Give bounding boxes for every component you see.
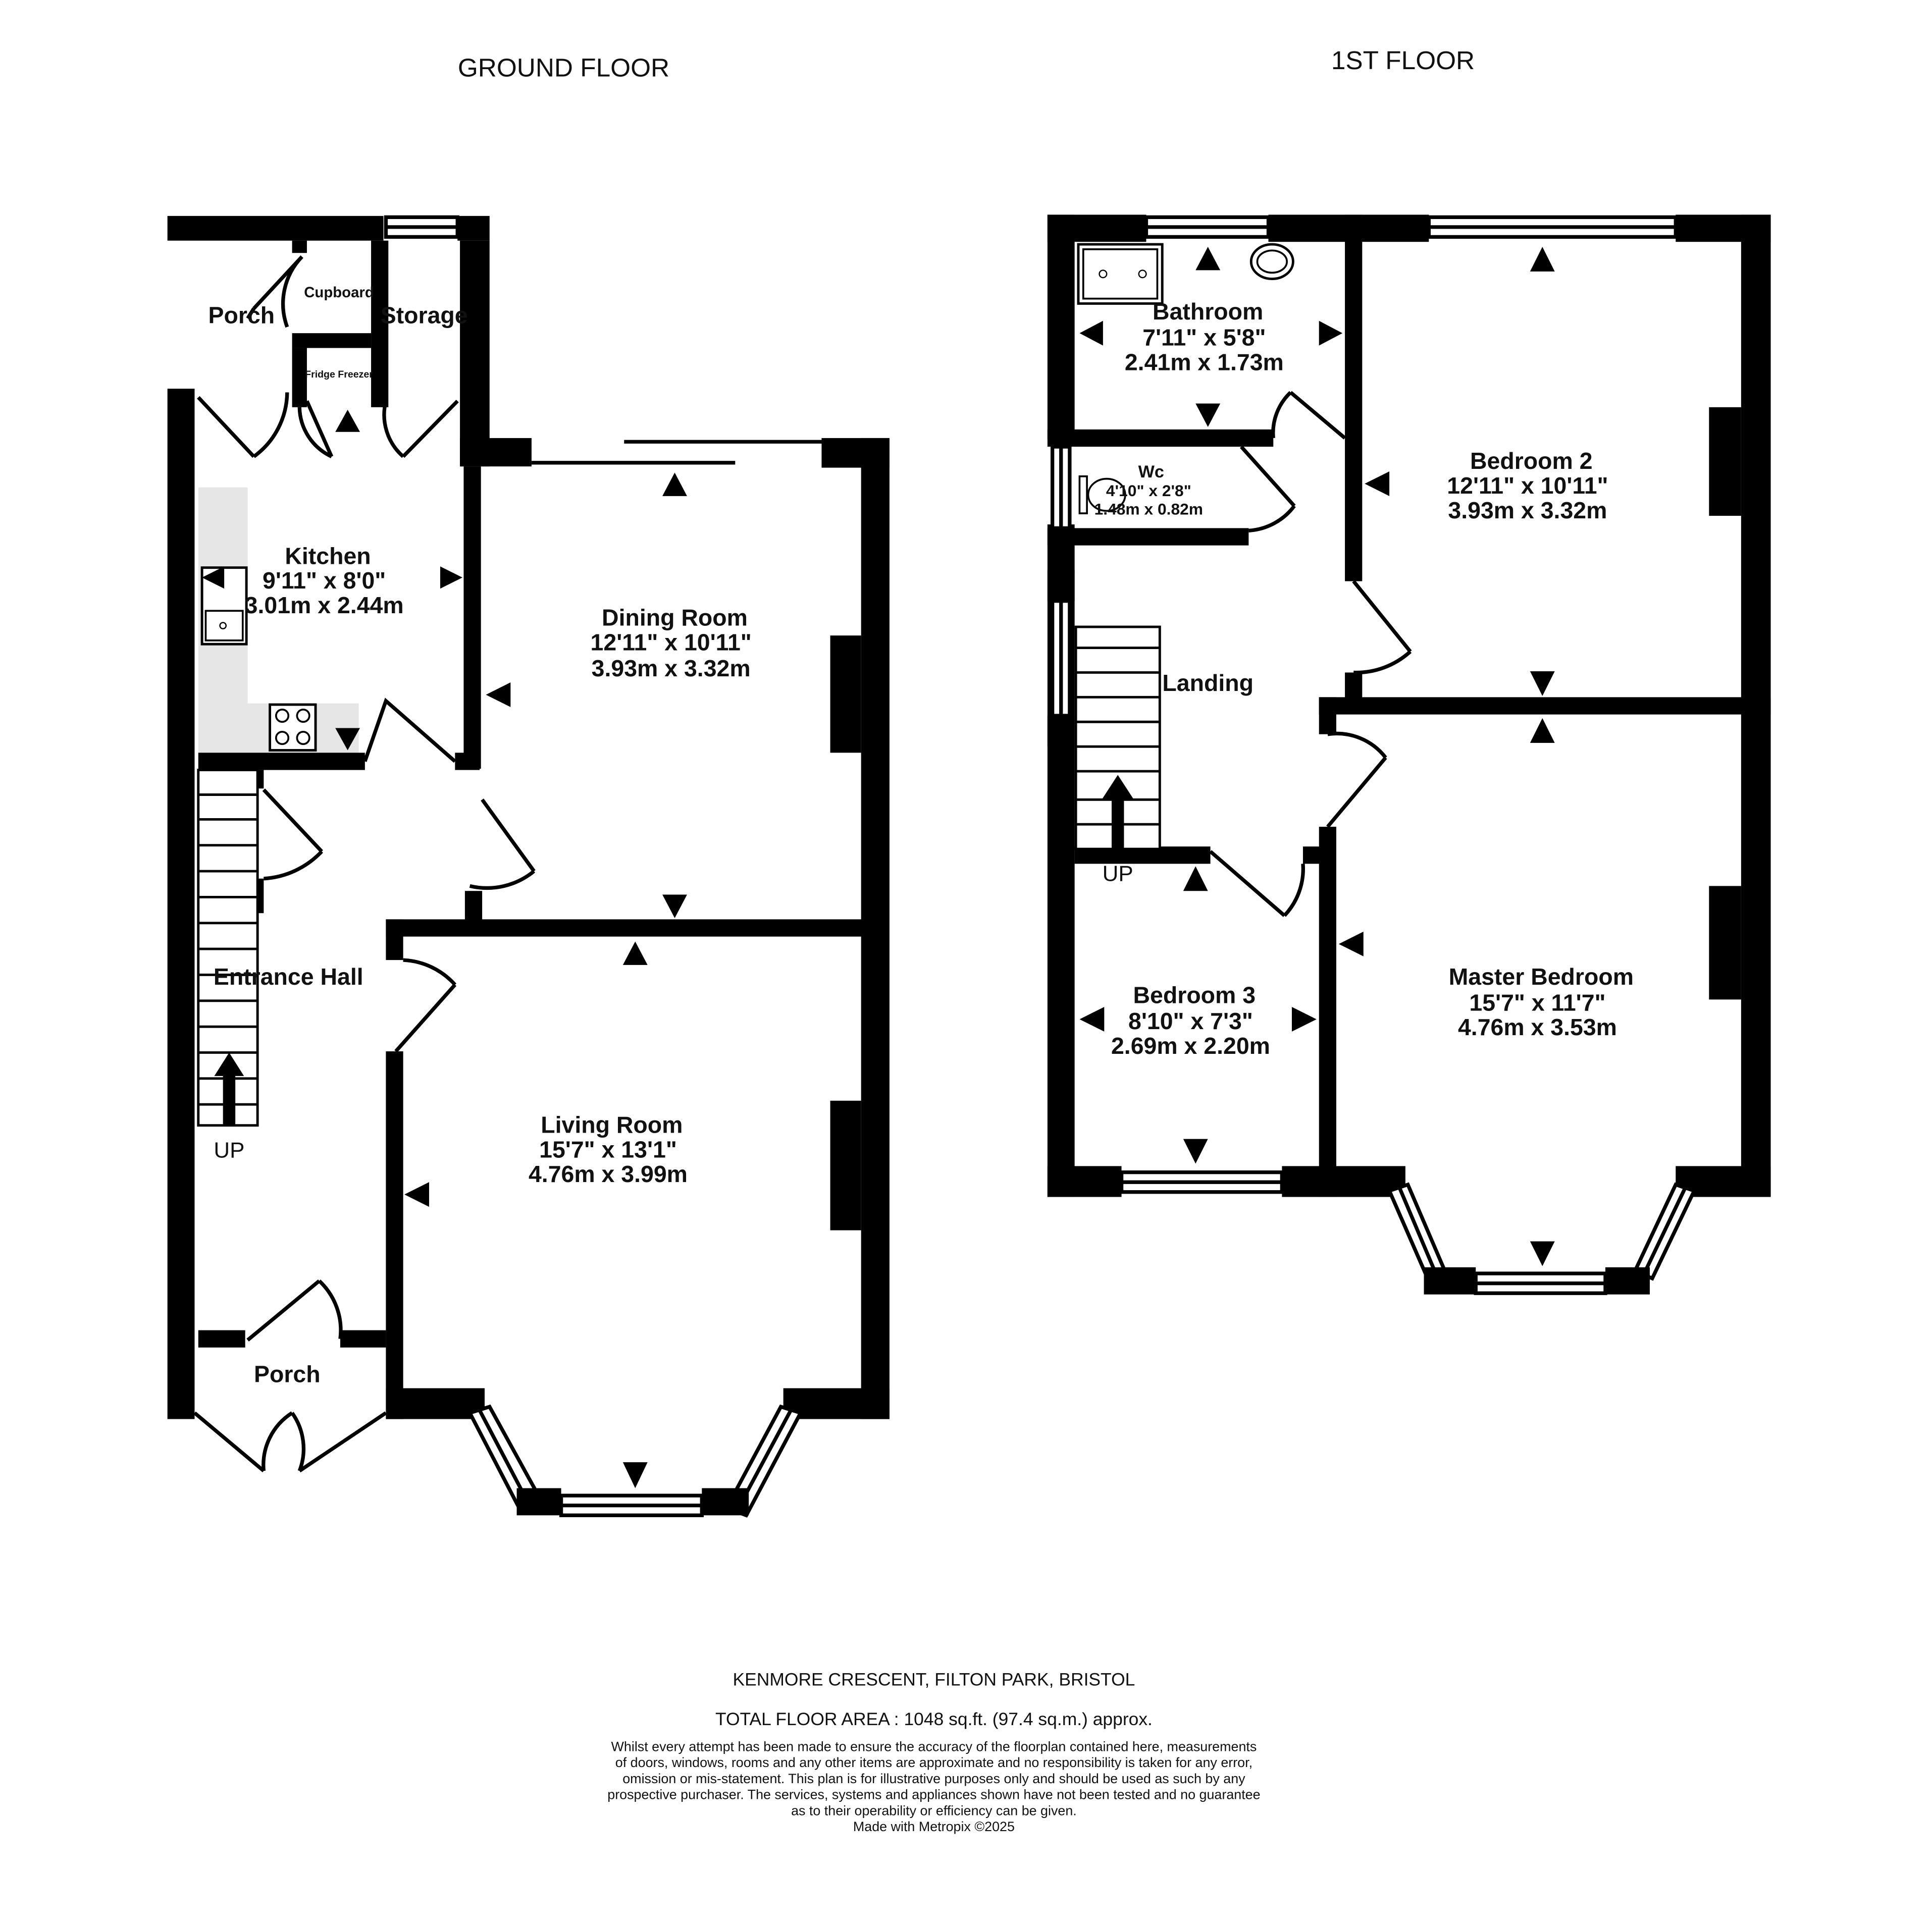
total-area-text: TOTAL FLOOR AREA : 1048 sq.ft. (97.4 sq.… bbox=[715, 1709, 1153, 1729]
kitchen-metric: 3.01m x 2.44m bbox=[245, 592, 404, 618]
disclaimer-line-3: omission or mis-statement. This plan is … bbox=[622, 1771, 1245, 1786]
disclaimer-line-4: prospective purchaser. The services, sys… bbox=[607, 1787, 1260, 1802]
kitchen-imperial: 9'11" x 8'0" bbox=[263, 567, 386, 594]
dining-room-imperial: 12'11" x 10'11" bbox=[591, 629, 752, 655]
bedroom-2-metric: 3.93m x 3.32m bbox=[1448, 497, 1607, 523]
bedroom-3-label: Bedroom 3 bbox=[1133, 982, 1256, 1008]
bathroom-imperial: 7'11" x 5'8" bbox=[1142, 325, 1266, 351]
master-bedroom-label: Master Bedroom bbox=[1449, 964, 1634, 990]
first-stairs-up-label: UP bbox=[1103, 862, 1133, 886]
kitchen-label: Kitchen bbox=[285, 543, 371, 569]
first-floor-title: 1ST FLOOR bbox=[1331, 46, 1475, 75]
storage-label: Storage bbox=[381, 302, 468, 329]
ground-stairs-up-label: UP bbox=[214, 1138, 244, 1162]
address-text: KENMORE CRESCENT, FILTON PARK, BRISTOL bbox=[733, 1670, 1135, 1690]
credit-text: Made with Metropix ©2025 bbox=[853, 1819, 1015, 1834]
ground-stairs bbox=[197, 769, 259, 1127]
ground-floor-plan: Porch Cupboard Storage Fridge Freezer Ki… bbox=[167, 215, 890, 1518]
bathroom-metric: 2.41m x 1.73m bbox=[1125, 349, 1284, 375]
first-stairs bbox=[1074, 625, 1161, 850]
master-bedroom-imperial: 15'7" x 11'7" bbox=[1469, 989, 1605, 1015]
dining-room-metric: 3.93m x 3.32m bbox=[592, 655, 751, 681]
disclaimer-line-1: Whilst every attempt has been made to en… bbox=[611, 1739, 1257, 1754]
disclaimer-line-5: as to their operability or efficiency ca… bbox=[791, 1803, 1077, 1818]
ground-floor-title: GROUND FLOOR bbox=[458, 54, 669, 82]
bedroom-2-label: Bedroom 2 bbox=[1470, 448, 1593, 474]
bedroom-3-metric: 2.69m x 2.20m bbox=[1111, 1033, 1270, 1059]
living-room-metric: 4.76m x 3.99m bbox=[529, 1161, 688, 1187]
bathroom-label: Bathroom bbox=[1153, 298, 1263, 325]
porch-front-label: Porch bbox=[254, 1361, 321, 1387]
living-room-imperial: 15'7" x 13'1" bbox=[539, 1136, 677, 1162]
master-bedroom-metric: 4.76m x 3.53m bbox=[1458, 1014, 1617, 1040]
bedroom-2-imperial: 12'11" x 10'11" bbox=[1447, 472, 1608, 499]
living-room-label: Living Room bbox=[541, 1111, 683, 1138]
bedroom-3-imperial: 8'10" x 7'3" bbox=[1128, 1008, 1253, 1034]
landing-label: Landing bbox=[1162, 670, 1254, 696]
wc-imperial: 4'10" x 2'8" bbox=[1106, 482, 1191, 500]
porch-rear-label: Porch bbox=[208, 302, 275, 329]
first-floor-plan: Bathroom 7'11" x 5'8" 2.41m x 1.73m Wc 4… bbox=[1047, 215, 1771, 1295]
dining-room-label: Dining Room bbox=[602, 605, 748, 631]
fridge-freezer-label: Fridge Freezer bbox=[305, 369, 373, 380]
entrance-hall-label: Entrance Hall bbox=[214, 964, 363, 990]
wc-metric: 1.48m x 0.82m bbox=[1094, 500, 1203, 518]
footer: KENMORE CRESCENT, FILTON PARK, BRISTOL T… bbox=[607, 1670, 1260, 1834]
cupboard-label: Cupboard bbox=[304, 284, 374, 301]
disclaimer-line-2: of doors, windows, rooms and any other i… bbox=[615, 1755, 1252, 1770]
wc-label: Wc bbox=[1138, 462, 1164, 482]
